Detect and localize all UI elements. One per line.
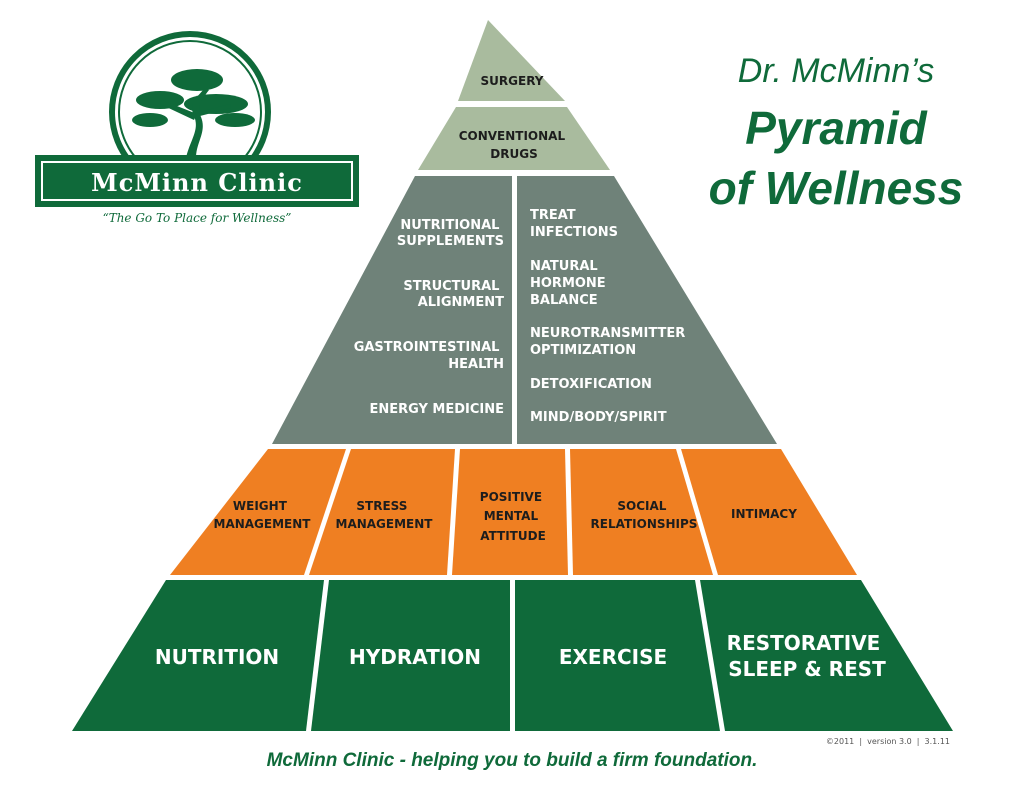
title-line-3: of Wellness <box>709 162 964 214</box>
label-conventional-drugs: CONVENTIONAL DRUGS <box>459 129 570 161</box>
logo-tagline: “The Go To Place for Wellness” <box>103 211 292 225</box>
tier-lifestyle-cell-3 <box>452 449 568 575</box>
label-intimacy: INTIMACY <box>731 507 797 521</box>
logo-clinic-name: McMinn Clinic <box>91 168 303 197</box>
tier-conventional-drugs <box>418 107 610 170</box>
pyramid <box>72 20 953 731</box>
label-nutrition: NUTRITION <box>155 645 279 669</box>
tier-treatments-left <box>272 176 512 444</box>
tier-foundation-cell-3 <box>515 580 720 731</box>
title-line-1: Dr. McMinn’s <box>738 52 934 90</box>
label-restorative-sleep-rest: RESTORATIVE SLEEP & REST <box>727 631 888 681</box>
label-exercise: EXERCISE <box>559 645 667 669</box>
page-title: Dr. McMinn’s Pyramid of Wellness <box>709 52 964 214</box>
logo-name-frame <box>35 155 359 207</box>
label-mind-body-spirit: MIND/BODY/SPIRIT <box>530 410 667 425</box>
label-surgery: SURGERY <box>481 74 544 88</box>
label-nutritional-supplements: NUTRITIONAL SUPPLEMENTS <box>397 218 504 249</box>
label-weight-management: WEIGHT MANAGEMENT <box>214 499 312 531</box>
clinic-logo: McMinn Clinic “The Go To Place for Welln… <box>35 31 359 225</box>
label-energy-medicine: ENERGY MEDICINE <box>369 402 504 417</box>
label-gastrointestinal-health: GASTROINTESTINAL HEALTH <box>354 340 504 372</box>
label-treat-infections: TREAT INFECTIONS <box>530 208 618 240</box>
label-neurotransmitter-optimization: NEUROTRANSMITTER OPTIMIZATION <box>530 326 690 358</box>
title-line-2: Pyramid <box>745 102 927 154</box>
tier-foundation-cell-2 <box>311 580 510 731</box>
tier-lifestyle-cell-2 <box>309 449 455 575</box>
label-positive-mental-attitude: POSITIVE MENTAL ATTITUDE <box>480 490 546 543</box>
tier-treatments-right <box>517 176 777 444</box>
version-note: ©2011 | version 3.0 | 3.1.11 <box>826 737 950 746</box>
tier-surgery <box>458 20 565 101</box>
tier-foundation-cell-4 <box>700 580 953 731</box>
footer-slogan: McMinn Clinic - helping you to build a f… <box>267 750 758 771</box>
tier-lifestyle-cell-5 <box>681 449 857 575</box>
label-hydration: HYDRATION <box>349 645 481 669</box>
tier-lifestyle-cell-1 <box>170 449 346 575</box>
label-social-relationships: SOCIAL RELATIONSHIPS <box>591 499 698 531</box>
label-structural-alignment: STRUCTURAL ALIGNMENT <box>403 279 504 310</box>
pyramid-labels: SURGERY CONVENTIONAL DRUGS NUTRITIONAL S… <box>155 74 888 681</box>
tier-foundation-cell-1 <box>72 580 324 731</box>
label-natural-hormone-balance: NATURAL HORMONE BALANCE <box>530 259 610 308</box>
label-detoxification: DETOXIFICATION <box>530 377 652 392</box>
label-stress-management: STRESS MANAGEMENT <box>336 499 434 531</box>
tier-lifestyle-cell-4 <box>570 449 713 575</box>
